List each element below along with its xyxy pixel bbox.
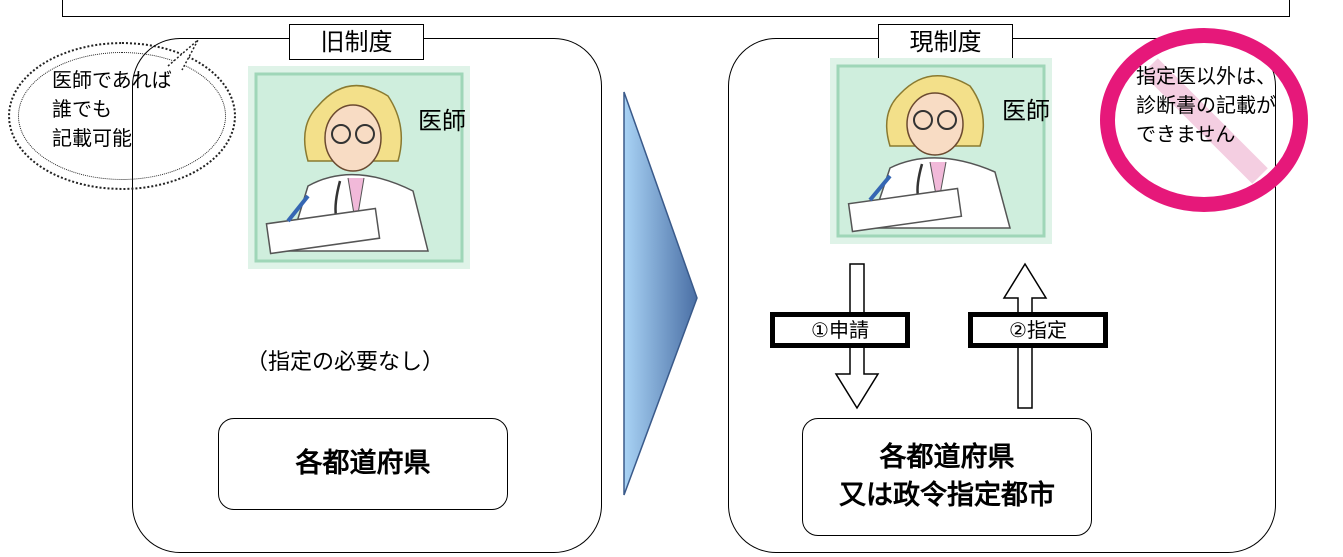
old-note-bubble-inner [18,52,226,180]
old-note-line-1: 医師であれば [52,68,172,92]
step-application-label: ①申請 [770,312,910,348]
old-authority-box: 各都道府県 [218,418,508,510]
new-authority-box: 各都道府県 又は政令指定都市 [802,418,1092,536]
old-doctor-label: 医師 [418,107,466,135]
old-doctor-illustration [248,66,470,269]
warning-line-2: 診断書の記載が [1136,93,1276,117]
top-frame [62,0,1290,17]
old-system-title: 旧制度 [289,24,424,60]
prohibition-slash-icon [1142,58,1268,184]
transition-arrow-icon [623,91,698,496]
old-note-text: 医師であれば 誰でも 記載可能 [52,66,222,153]
step-designation-label: ②指定 [968,312,1108,348]
old-note-bubble [8,42,236,190]
doctor-icon [254,72,464,263]
warning-line-1: 指定医以外は、 [1136,64,1276,88]
warning-line-3: できません [1136,122,1236,146]
new-authority-line-1: 各都道府県 [879,442,1015,473]
new-authority-line-2: 又は政令指定都市 [839,480,1055,511]
bubble-tail-icon [167,39,199,71]
doctor-icon [836,64,1046,238]
new-doctor-illustration [830,58,1052,244]
new-doctor-label: 医師 [1002,97,1050,125]
no-designation-text: （指定の必要なし） [246,350,445,375]
warning-text: 指定医以外は、 診断書の記載が できません [1136,62,1306,149]
old-authority-label: 各都道府県 [295,448,431,479]
old-note-line-2: 誰でも [52,97,112,121]
new-system-title: 現制度 [878,24,1013,60]
old-note-line-3: 記載可能 [52,126,132,150]
